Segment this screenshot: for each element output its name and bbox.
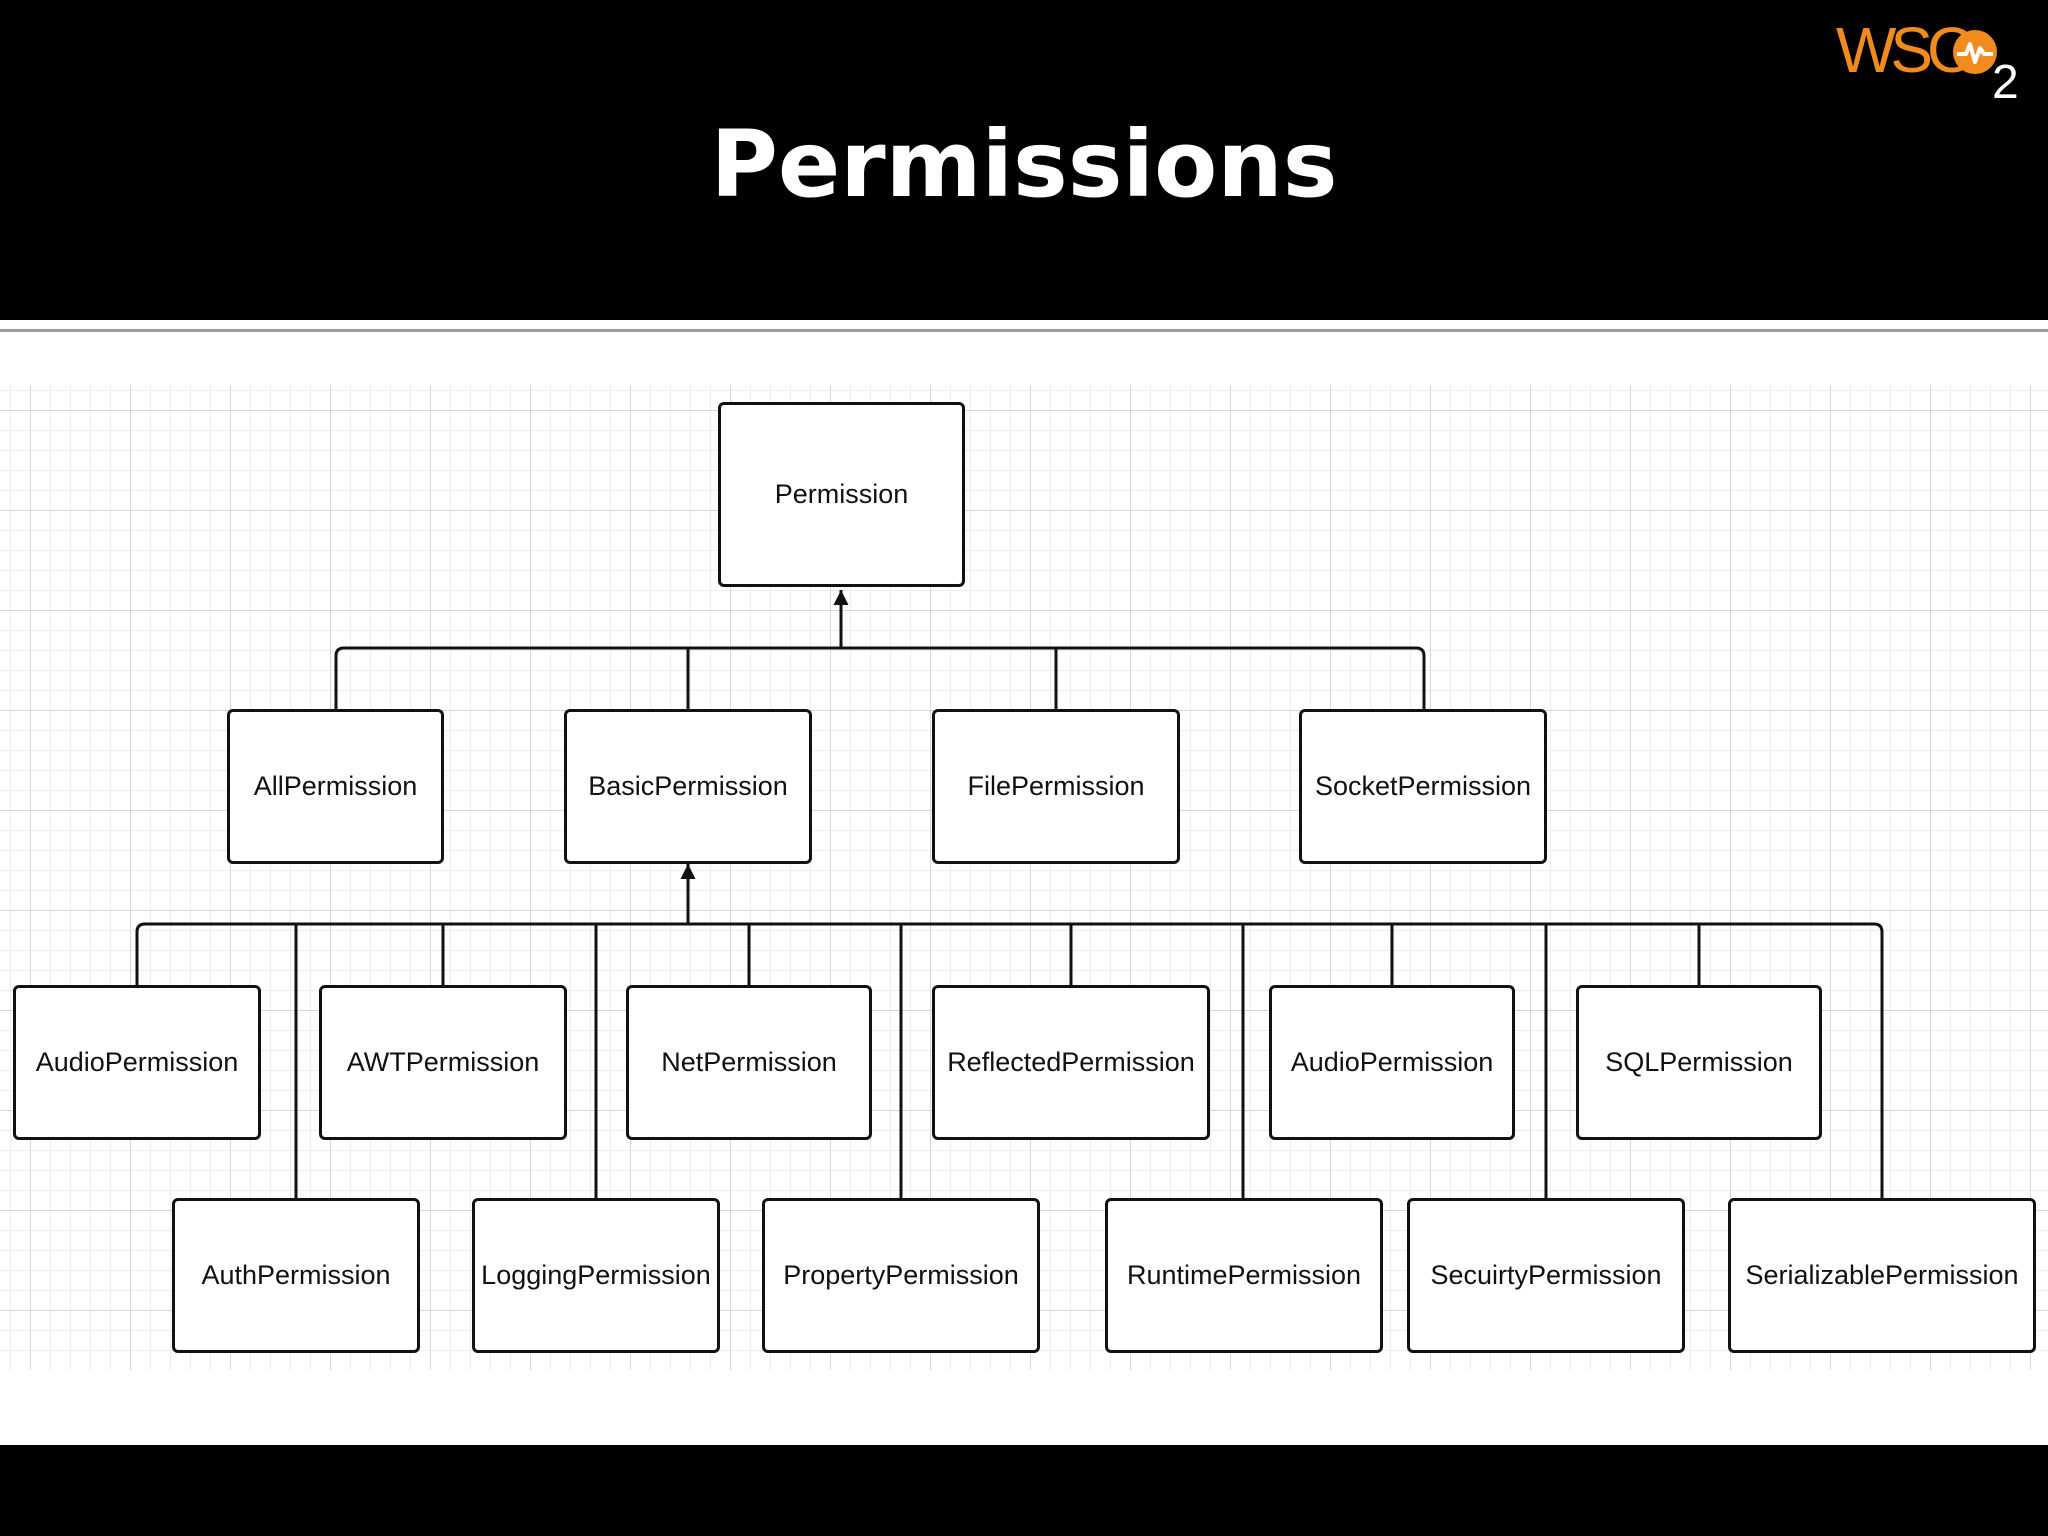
node-runtimepermission[interactable]: RuntimePermission [1105,1198,1383,1353]
connector-basic-bus [135,922,1884,1198]
node-basicpermission[interactable]: BasicPermission [564,709,812,864]
node-awtpermission[interactable]: AWTPermission [319,985,567,1140]
node-label: PropertyPermission [783,1260,1019,1290]
node-label: AllPermission [253,771,418,801]
node-label: SocketPermission [1314,771,1532,801]
node-socketpermission[interactable]: SocketPermission [1299,709,1547,864]
logo-o-circle [1953,30,1997,74]
pulse-icon [1957,42,1993,64]
node-label: LoggingPermission [481,1260,711,1290]
node-label: SQLPermission [1605,1047,1793,1077]
node-permission[interactable]: Permission [718,402,965,587]
node-netpermission[interactable]: NetPermission [626,985,872,1140]
node-label: NetPermission [661,1047,837,1077]
node-securitypermission[interactable]: SecuirtyPermission [1407,1198,1685,1353]
node-label: SecuirtyPermission [1430,1260,1662,1290]
node-authpermission[interactable]: AuthPermission [172,1198,420,1353]
node-label: AudioPermission [1290,1047,1494,1077]
node-label: SerializablePermission [1745,1260,2019,1290]
node-label: AudioPermission [35,1047,239,1077]
node-reflectedpermission[interactable]: ReflectedPermission [932,985,1210,1140]
wso2-logo: WSO 2 [1836,14,2019,100]
node-label: RuntimePermission [1126,1260,1362,1290]
node-label: Permission [774,479,909,509]
node-label: AuthPermission [201,1260,391,1290]
logo-subscript: 2 [1992,56,2019,100]
node-serializablepermission[interactable]: SerializablePermission [1728,1198,2036,1353]
node-sqlpermission[interactable]: SQLPermission [1576,985,1822,1140]
node-label: AWTPermission [346,1047,540,1077]
node-audiopermission-2[interactable]: AudioPermission [1269,985,1515,1140]
node-label: BasicPermission [588,771,788,801]
node-label: ReflectedPermission [947,1047,1195,1077]
node-label: FilePermission [967,771,1145,801]
slide-header [0,0,2048,320]
node-propertypermission[interactable]: PropertyPermission [762,1198,1040,1353]
node-audiopermission[interactable]: AudioPermission [13,985,261,1140]
slide-footer [0,1445,2048,1536]
node-filepermission[interactable]: FilePermission [932,709,1180,864]
node-allpermission[interactable]: AllPermission [227,709,444,864]
node-loggingpermission[interactable]: LoggingPermission [472,1198,720,1353]
connector-root-bus [334,646,1426,709]
slide-title: Permissions [710,111,1338,218]
header-divider [0,329,2048,332]
